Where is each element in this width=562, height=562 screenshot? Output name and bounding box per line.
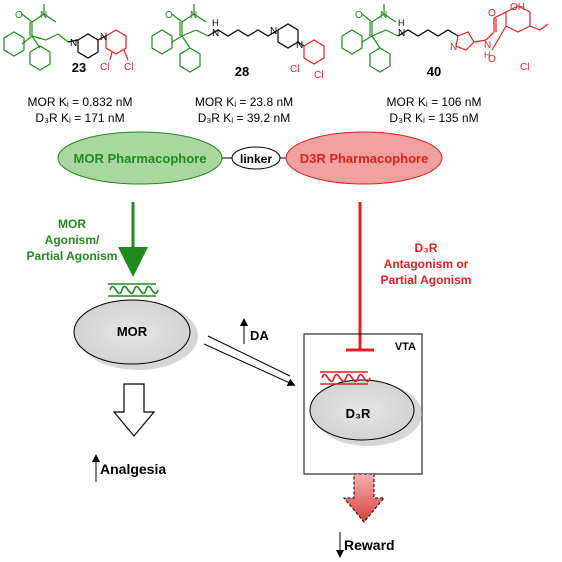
atom-n-28-amine: N	[212, 28, 219, 39]
mor-cell	[73, 299, 191, 365]
atom-n-23-piperazine-a: N	[70, 38, 77, 49]
mor-pharmacophore-label: MOR Pharmacophore	[74, 151, 207, 166]
atom-o-28: O	[165, 10, 173, 21]
mor-mechanism-line3: Partial Agonism	[27, 249, 118, 263]
atom-n-28: N	[190, 10, 197, 21]
atom-cl-23-a: Cl	[100, 62, 109, 73]
d3r-mechanism-line3: Partial Agonism	[381, 273, 472, 287]
atom-o-23: O	[15, 10, 23, 21]
atom-h-28: H	[212, 18, 219, 28]
atom-n-23: N	[40, 10, 47, 21]
atom-n-40-pyrrolidine: N	[450, 42, 457, 53]
atom-o-40-carbonyl: O	[488, 8, 496, 19]
compound-28-d3r-ki: D₃R Kᵢ = 39.2 nM	[198, 111, 290, 125]
analgesia-arrow	[112, 383, 156, 437]
atom-oh-40: OH	[510, 2, 525, 13]
reward-label: Reward	[344, 537, 395, 553]
atom-cl-23-b: Cl	[124, 62, 133, 73]
atom-cl-40: Cl	[520, 62, 529, 73]
d3r-cell	[309, 379, 415, 441]
mor-mechanism-line1: MOR	[58, 217, 86, 231]
atom-n-40-amide: N	[484, 40, 491, 51]
compound-23-mor-ki: MOR Kᵢ = 0.832 nM	[28, 95, 133, 109]
da-label: DA	[250, 328, 269, 343]
atom-h-40-amide: H	[484, 50, 491, 60]
atom-cl-28-b: Cl	[314, 70, 323, 81]
compound-23-label: 23	[72, 60, 86, 75]
compound-28-label: 28	[235, 64, 249, 79]
atom-n-40-amine: N	[398, 28, 405, 39]
d3r-pharmacophore-label: D3R Pharmacophore	[300, 151, 429, 166]
reward-arrow	[342, 473, 386, 523]
atom-n-40: N	[380, 10, 387, 21]
compound-40-d3r-ki: D₃R Kᵢ = 135 nM	[389, 111, 478, 125]
atom-o-40-methoxy: O	[488, 54, 496, 65]
vta-label: VTA	[395, 341, 416, 353]
linker-label: linker	[240, 152, 272, 166]
compound-23-structure	[3, 4, 129, 71]
compound-40-label: 40	[427, 64, 441, 79]
d3r-receptor-icon	[320, 371, 371, 385]
d3r-receptor-label: D₃R	[346, 406, 371, 421]
compound-40-mor-ki: MOR Kᵢ = 106 nM	[387, 95, 482, 109]
compound-23-d3r-ki: D₃R Kᵢ = 171 nM	[35, 111, 124, 125]
atom-n-23-piperazine-b: N	[100, 32, 107, 43]
d3r-pharmacophore-oval	[285, 131, 443, 185]
da-arrow-upper	[207, 335, 291, 377]
atom-n-28-piperazine-a: N	[270, 26, 277, 37]
mor-receptor-label: MOR	[117, 324, 148, 339]
compound-40-structure	[341, 4, 549, 73]
mor-receptor-icon	[108, 283, 159, 297]
atom-o-40: O	[355, 10, 363, 21]
atom-h-40: H	[398, 18, 405, 28]
compound-28-structure	[151, 4, 325, 73]
mor-mechanism-line2: Agonism/	[45, 233, 100, 247]
da-arrow-lower	[203, 343, 296, 386]
analgesia-label: Analgesia	[100, 461, 166, 477]
compound-28-mor-ki: MOR Kᵢ = 23.8 nM	[195, 95, 293, 109]
atom-n-28-piperazine-b: N	[296, 40, 303, 51]
atom-cl-28-a: Cl	[290, 64, 299, 75]
d3r-mechanism-line1: D₃R	[415, 241, 438, 255]
d3r-mechanism-line2: Antagonism or	[384, 257, 469, 271]
